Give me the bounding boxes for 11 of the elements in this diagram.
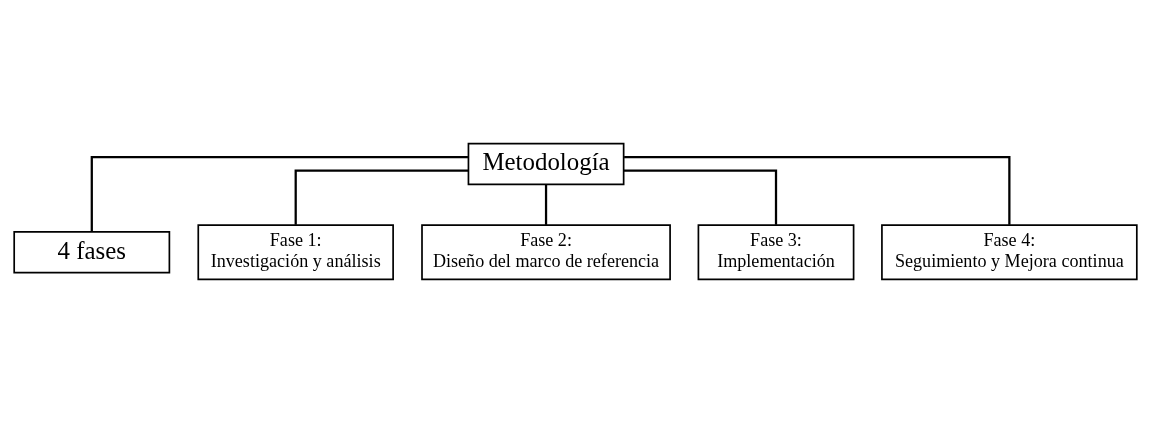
node-box: Fase 2: Diseño del marco de referencia: [421, 224, 671, 281]
connector: [544, 184, 548, 225]
connector: [624, 156, 1011, 225]
node-box: Fase 3: Implementación: [697, 224, 855, 281]
connector: [90, 156, 468, 232]
node-box: Metodología: [467, 142, 625, 186]
node-box: Fase 4: Seguimiento y Mejora continua: [881, 224, 1138, 281]
node-box: Fase 1: Investigación y análisis: [197, 224, 394, 281]
node-box: 4 fases: [13, 231, 171, 274]
connector: [294, 169, 469, 225]
connector: [623, 169, 778, 225]
